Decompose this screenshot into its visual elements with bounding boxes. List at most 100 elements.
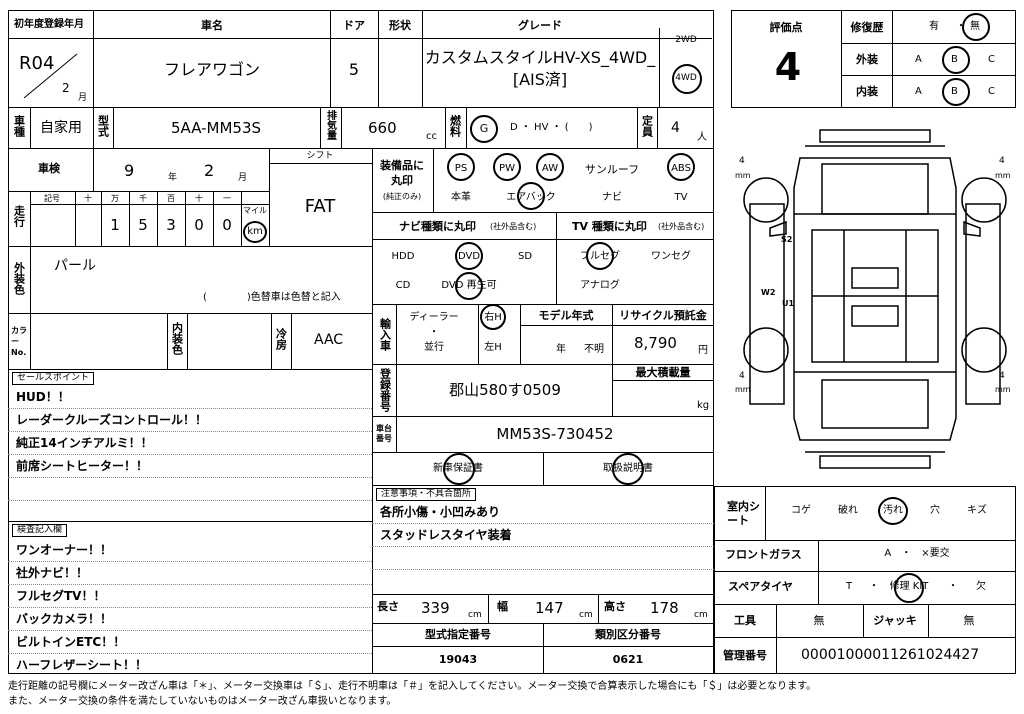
capacity-label: 定員 [640, 115, 654, 137]
mileage-head-100k: 十 [84, 194, 92, 203]
length-unit: cm [468, 610, 482, 620]
mileage-head-100: 百 [167, 194, 175, 203]
rating-frame [731, 10, 1016, 108]
tread-fr-mm: mm [995, 171, 1011, 180]
equip-leather: 本革 [451, 192, 471, 203]
ac-label: 冷房 [274, 328, 288, 350]
recycle-value: 8,790 [634, 334, 677, 352]
model: 5AA-MM53S [170, 119, 262, 137]
mileage-digit: 3 [166, 216, 176, 234]
navi-label: ナビ種類に丸印 [399, 220, 476, 233]
sheet-burn: コゲ [791, 505, 811, 516]
navi-dvd-play-circle [455, 272, 483, 300]
windshield-options: A ・ ×要交 [884, 548, 950, 559]
width-label: 幅 [497, 600, 508, 613]
interior-color-label: 内装色 [170, 322, 184, 355]
usage-label: 車種 [12, 115, 26, 137]
footer-note-2: また、メーター交換の条件を満たしていないものはメーター改ざん車扱いとなります。 [8, 696, 397, 707]
equipment-label-2: 丸印 [391, 174, 413, 187]
exterior-label: 外装色 [12, 262, 26, 295]
import-left: 左H [484, 342, 502, 353]
equip-abs-circle [667, 153, 695, 181]
footer-note-1: 走行距離の記号欄にメーター改ざん車は「＊」、メーター交換車は「＄」、走行不明車は… [8, 681, 817, 692]
model-year-unknown: 不明 [584, 344, 604, 355]
tv-label: TV 種類に丸印 [572, 220, 647, 233]
sheet-tear: 破れ [838, 505, 858, 516]
category: 0621 [612, 653, 644, 666]
model-designation-label: 型式指定番号 [425, 628, 491, 641]
width: 147 [535, 599, 564, 617]
inspection-year: 9 [124, 161, 135, 180]
equipment-label-sub: (純正のみ) [382, 192, 422, 201]
unit-km-circle [243, 221, 267, 243]
mileage-digit: 0 [222, 216, 232, 234]
main-form-frame [8, 10, 714, 674]
equip-navi: ナビ [602, 192, 622, 203]
tread-fl-mm: mm [735, 171, 751, 180]
inspector-note-line: バックカメラ！！ [16, 612, 113, 626]
model-year-unit: 年 [556, 344, 566, 355]
sales-points-label: セールスポイント [12, 372, 95, 385]
tread-rr-mm: mm [995, 385, 1011, 394]
length-label: 長さ [377, 600, 399, 613]
inspector-note-line: ビルトインETC！！ [16, 635, 126, 649]
model-designation: 19043 [438, 653, 478, 666]
first-reg-label: 初年度登録年月 [14, 19, 84, 30]
usage: 自家用 [40, 120, 82, 136]
exterior-color: パール [54, 258, 96, 274]
windshield-label: フロントガラス [725, 548, 802, 561]
inspector-note-line: フルセグTV！！ [16, 589, 106, 603]
sheet-stain-circle [878, 497, 908, 525]
mileage-head-10: 十 [195, 194, 203, 203]
inspector-note-line: 社外ナビ！！ [16, 566, 89, 580]
tread-rl: 4 [739, 371, 745, 381]
import-label: 輸入車 [378, 318, 392, 351]
shift-label: シフト [306, 151, 334, 161]
shift: FAT [304, 196, 336, 217]
damage-mark-u1: U1 [782, 299, 795, 308]
model-label: 型式 [96, 115, 110, 137]
mgmt-label: 管理番号 [723, 649, 767, 662]
car-name: フレアワゴン [163, 60, 261, 79]
shape-label: 形状 [389, 19, 411, 32]
inspector-note-line: ワンオーナー！！ [16, 543, 113, 557]
spare-tire-none: 欠 [976, 581, 986, 592]
inspection-month-unit: 月 [238, 173, 248, 183]
grade-label: グレード [518, 19, 562, 32]
doc-warranty-circle [443, 453, 475, 485]
jack-value: 無 [963, 614, 975, 627]
right-bottom-frame [714, 486, 1016, 674]
note-line: 各所小傷・小凹みあり [380, 505, 501, 519]
repair-label: 修復歴 [850, 21, 884, 34]
mileage-digit: 5 [138, 216, 148, 234]
unit-mile: マイル [243, 206, 267, 215]
sales-point-line: レーダークルーズコントロール！！ [16, 413, 208, 427]
drive-2wd: 2WD [675, 35, 697, 45]
exterior-grade-label: 外装 [856, 53, 878, 66]
tools-label: 工具 [734, 614, 756, 627]
mileage-label: 走行 [12, 205, 26, 227]
score: 4 [774, 45, 802, 89]
fuel-label: 燃料 [448, 115, 462, 137]
interior-grade-c: C [988, 86, 995, 97]
spare-sep-2: ・ [948, 581, 958, 592]
mileage-digit: 1 [110, 216, 120, 234]
doc-manual-circle [612, 453, 644, 485]
tread-rl-mm: mm [735, 385, 751, 394]
equip-pw-circle [493, 153, 521, 181]
navi-cd: CD [395, 280, 411, 291]
recycle-unit: 円 [698, 345, 708, 356]
car-name-label: 車名 [201, 19, 223, 32]
exterior-grade-a: A [915, 54, 922, 65]
equip-sunroof: サンルーフ [584, 163, 640, 176]
spare-tire-kit-circle [894, 573, 924, 603]
chassis-label: 車台番号 [376, 424, 392, 444]
interior-grade-a: A [915, 86, 922, 97]
mileage-head-1k: 千 [139, 194, 147, 203]
doors: 5 [348, 60, 360, 79]
inspection-year-unit: 年 [168, 173, 178, 183]
mileage-head-1: 一 [223, 194, 231, 203]
capacity: 4 [671, 120, 680, 136]
length: 339 [421, 599, 450, 617]
equip-aw-circle [536, 153, 564, 181]
